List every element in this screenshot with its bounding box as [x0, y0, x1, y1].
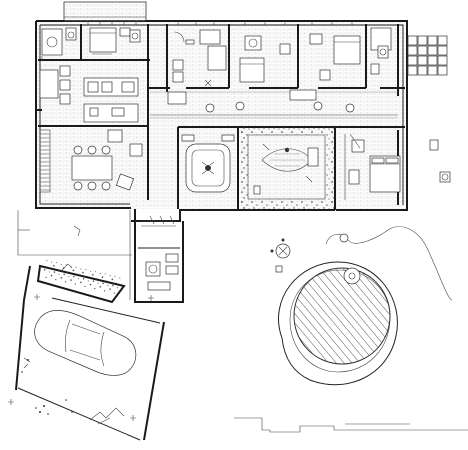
bedroom-three: [239, 35, 291, 83]
wellness-grid-cell: [437, 55, 448, 66]
corridor-seating: [167, 89, 355, 113]
bedroom-four: [309, 33, 361, 81]
bathroom-northeast: [370, 27, 392, 75]
garden-table: [270, 238, 291, 273]
wellness-grid-cell: [407, 45, 418, 56]
corridor: [150, 91, 398, 119]
wellness-grid-cell: [427, 35, 438, 46]
parking-court: [15, 259, 165, 441]
bedroom-two: [172, 29, 227, 87]
wellness-grid-cell: [407, 65, 418, 76]
wellness-grid-cell: [407, 35, 418, 46]
dining-area-west: [39, 65, 71, 105]
circular-garden: [278, 261, 398, 386]
windows-north: [87, 21, 353, 25]
wellness-grid-cell: [437, 35, 448, 46]
wellness-grid-cell: [427, 55, 438, 66]
dining-area-south: [71, 129, 143, 191]
kitchen-island: [83, 77, 139, 123]
plants: [21, 225, 125, 425]
wellness-grid-cell: [427, 65, 438, 76]
bathroom-northwest: [41, 27, 77, 60]
gravel-courtyard: [240, 127, 335, 209]
entrance-annex: [134, 209, 184, 303]
north-terrace: [63, 1, 147, 22]
wellness-grid-cell: [417, 55, 428, 66]
car: [34, 310, 137, 376]
bedroom-one: [89, 27, 141, 55]
garden-outline: [17, 210, 132, 300]
wellness-grid-cell: [417, 65, 428, 76]
wellness-grid: [407, 35, 448, 76]
wellness-grid-cell: [437, 45, 448, 56]
wellness-grid-cell: [417, 35, 428, 46]
master-bedroom: [348, 133, 451, 193]
stair-stripes: [39, 129, 51, 193]
garden-curve: [325, 226, 453, 301]
living-room-courtyard: [181, 134, 235, 193]
site-edge: [234, 417, 468, 433]
survey-markers: [8, 294, 154, 421]
wellness-grid-cell: [437, 65, 448, 76]
wellness-grid-cell: [407, 55, 418, 66]
wellness-grid-cell: [417, 45, 428, 56]
wellness-grid-cell: [427, 45, 438, 56]
